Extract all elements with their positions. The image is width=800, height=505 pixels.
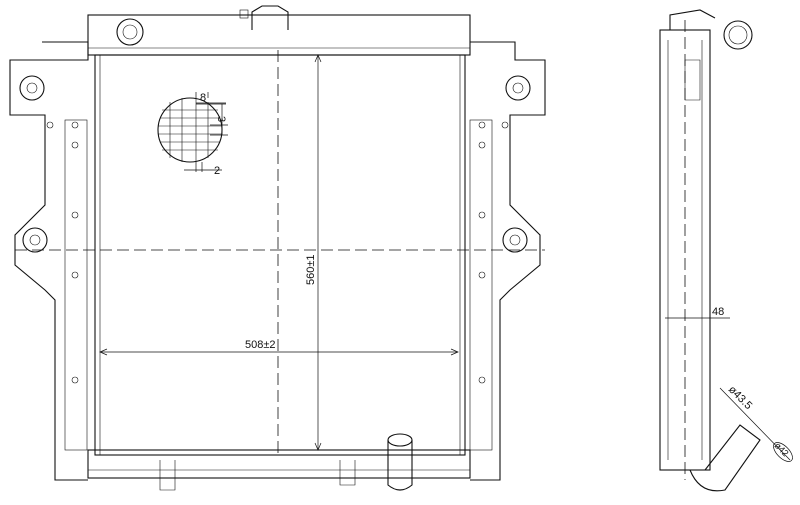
depth-dimension-label: 48 (712, 306, 724, 318)
radiator-core (94, 54, 466, 456)
fin-pitch-label: 8 (200, 92, 206, 104)
fin-detail: 8 3 2 (157, 92, 228, 177)
bottom-tank (87, 449, 471, 479)
fin-thickness-label: 2 (214, 165, 220, 177)
mounting-holes (19, 75, 531, 384)
side-inlet (723, 20, 753, 50)
side-outlet (689, 424, 761, 492)
radiator-cap (251, 5, 289, 30)
outlet-diameter-label: ø43.5 (726, 384, 754, 412)
side-view: 48 ø43.5 ø42 (659, 9, 793, 492)
front-view: 8 3 2 560±1 508±2 (9, 5, 546, 491)
height-dimension-label: 560±1 (305, 254, 317, 285)
outlet-pipe (387, 440, 413, 491)
fin-height-label: 3 (215, 116, 227, 122)
left-bracket (9, 41, 89, 481)
right-bracket (470, 41, 546, 481)
top-tank (87, 14, 471, 56)
width-dimension-label: 508±2 (245, 339, 276, 351)
filler-neck (116, 18, 144, 46)
